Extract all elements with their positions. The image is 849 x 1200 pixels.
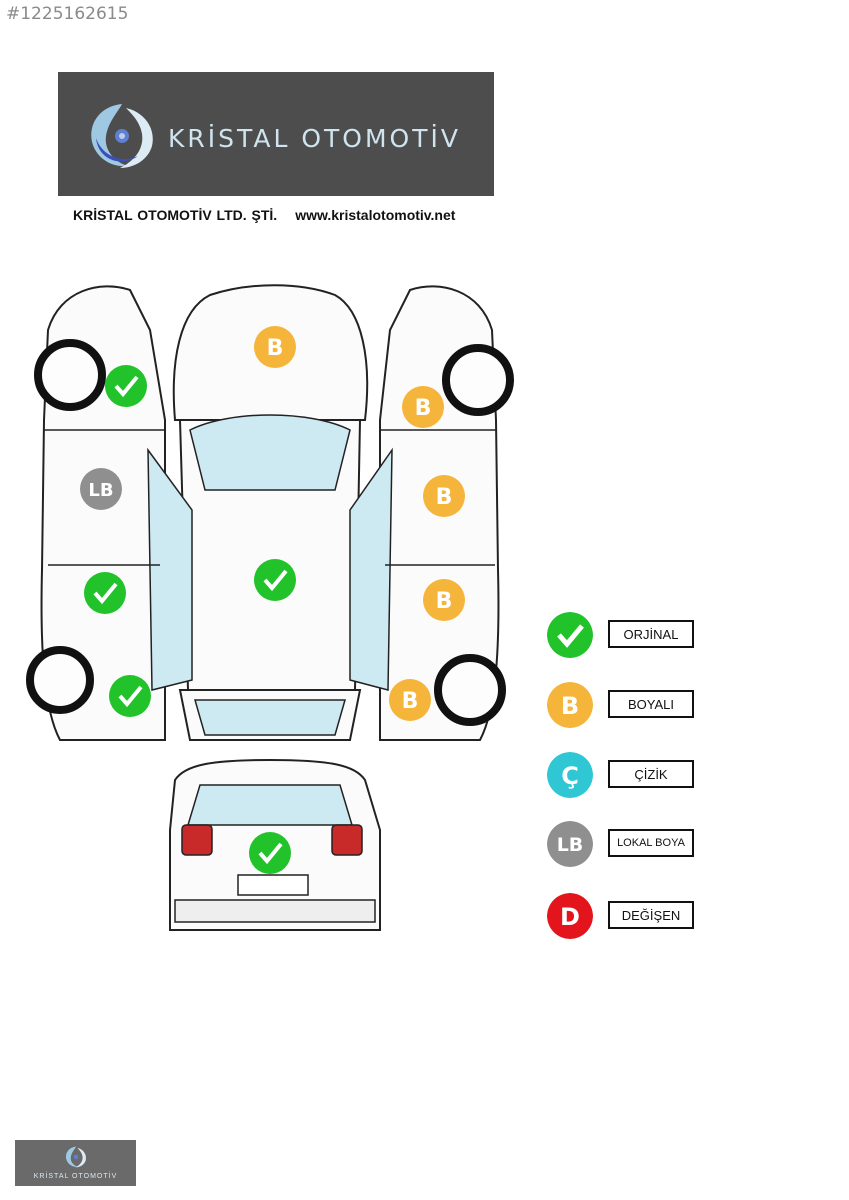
- badge-right-rear-door: B: [423, 579, 465, 621]
- badge-right-rear-door-text: B: [436, 589, 453, 614]
- badge-right-front-fender: B: [402, 386, 444, 428]
- legend-cizik: Ç ÇİZİK: [547, 752, 697, 798]
- legend-label: BOYALI: [608, 690, 694, 718]
- left-window: [147, 447, 193, 691]
- legend-symbol: D: [560, 903, 580, 931]
- badge-left-rear-fender: [109, 675, 151, 717]
- legend-degisen: D DEĞİŞEN: [547, 893, 697, 939]
- rear-bumper: [174, 899, 376, 923]
- listing-id: #1225162615: [6, 4, 129, 24]
- car-damage-diagram: LB B B B B B: [26, 284, 514, 931]
- wheels: [26, 339, 514, 726]
- right-window: [349, 447, 393, 691]
- footer-logo-icon: [66, 1146, 87, 1168]
- badge-right-front-fender-text: B: [415, 396, 432, 421]
- rear-right-light: [331, 824, 363, 856]
- badge-hood-text: B: [267, 336, 284, 361]
- badge-right-front-door: B: [423, 475, 465, 517]
- company-logo-icon: [91, 104, 153, 168]
- brand-name: KRİSTAL OTOMOTİV: [168, 124, 461, 153]
- left-front-wheel: [34, 339, 106, 411]
- badge-left-front-fender: [105, 365, 147, 407]
- right-front-wheel: [442, 344, 514, 416]
- rear-left-light: [181, 824, 213, 856]
- badge-hood: B: [254, 326, 296, 368]
- legend-lokal-boya: LB LOKAL BOYA: [547, 821, 697, 867]
- legend-orjinal: ORJİNAL: [547, 612, 697, 658]
- painted-badge-icon: B: [547, 682, 593, 728]
- badge-left-front-door: LB: [80, 468, 122, 510]
- badge-left-front-door-text: LB: [88, 480, 113, 501]
- badge-right-rear-fender: B: [389, 679, 431, 721]
- footer-brand-name: KRİSTAL OTOMOTİV: [33, 1173, 118, 1180]
- legend-label: ÇİZİK: [608, 760, 694, 788]
- legend-symbol: B: [561, 692, 579, 720]
- badge-trunk: [249, 832, 291, 874]
- scratch-badge-icon: Ç: [547, 752, 593, 798]
- left-rear-wheel: [26, 646, 94, 714]
- replaced-badge-icon: D: [547, 893, 593, 939]
- right-rear-wheel: [434, 654, 506, 726]
- badge-roof: [254, 559, 296, 601]
- legend-label: LOKAL BOYA: [608, 829, 694, 857]
- legend-label: DEĞİŞEN: [608, 901, 694, 929]
- legend-boyali: B BOYALI: [547, 682, 697, 728]
- legend-symbol: Ç: [561, 762, 579, 790]
- badge-right-front-door-text: B: [436, 485, 453, 510]
- local-paint-badge-icon: LB: [547, 821, 593, 867]
- badge-right-rear-fender-text: B: [402, 689, 419, 714]
- legend-symbol: LB: [557, 834, 584, 856]
- company-website: www.kristalotomotiv.net: [295, 207, 456, 223]
- brand-banner: KRİSTAL OTOMOTİV: [58, 72, 494, 196]
- rear-view-window: [186, 784, 354, 826]
- footer-logo: KRİSTAL OTOMOTİV: [15, 1140, 136, 1186]
- badge-left-rear-door: [84, 572, 126, 614]
- windshield: [189, 414, 351, 491]
- legend-label: ORJİNAL: [608, 620, 694, 648]
- license-plate: [237, 874, 309, 896]
- company-line: KRİSTAL OTOMOTİV LTD. ŞTİ. www.kristaloto…: [73, 207, 455, 223]
- rear-window: [194, 699, 346, 736]
- company-name: KRİSTAL OTOMOTİV LTD. ŞTİ.: [73, 207, 278, 223]
- check-icon: [547, 612, 593, 658]
